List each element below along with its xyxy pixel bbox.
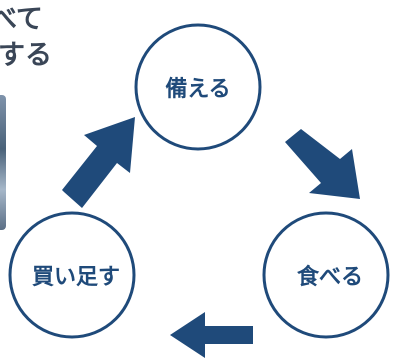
arrow-eat-to-restock (170, 312, 253, 358)
node-prepare-label: 備える (165, 76, 230, 102)
node-prepare: 備える (134, 23, 262, 151)
node-restock: 買い足す (8, 211, 136, 339)
arrow-up-right-icon (62, 117, 135, 208)
arrow-prepare-to-eat (285, 129, 360, 199)
node-eat-label: 食べる (297, 264, 363, 290)
node-restock-label: 買い足す (32, 265, 120, 290)
arrow-restock-to-prepare (62, 117, 135, 208)
node-eat: 食べる (262, 211, 390, 339)
arrow-down-right-icon (285, 129, 360, 199)
arrow-left-icon (170, 312, 253, 358)
cropped-photo (0, 95, 6, 230)
